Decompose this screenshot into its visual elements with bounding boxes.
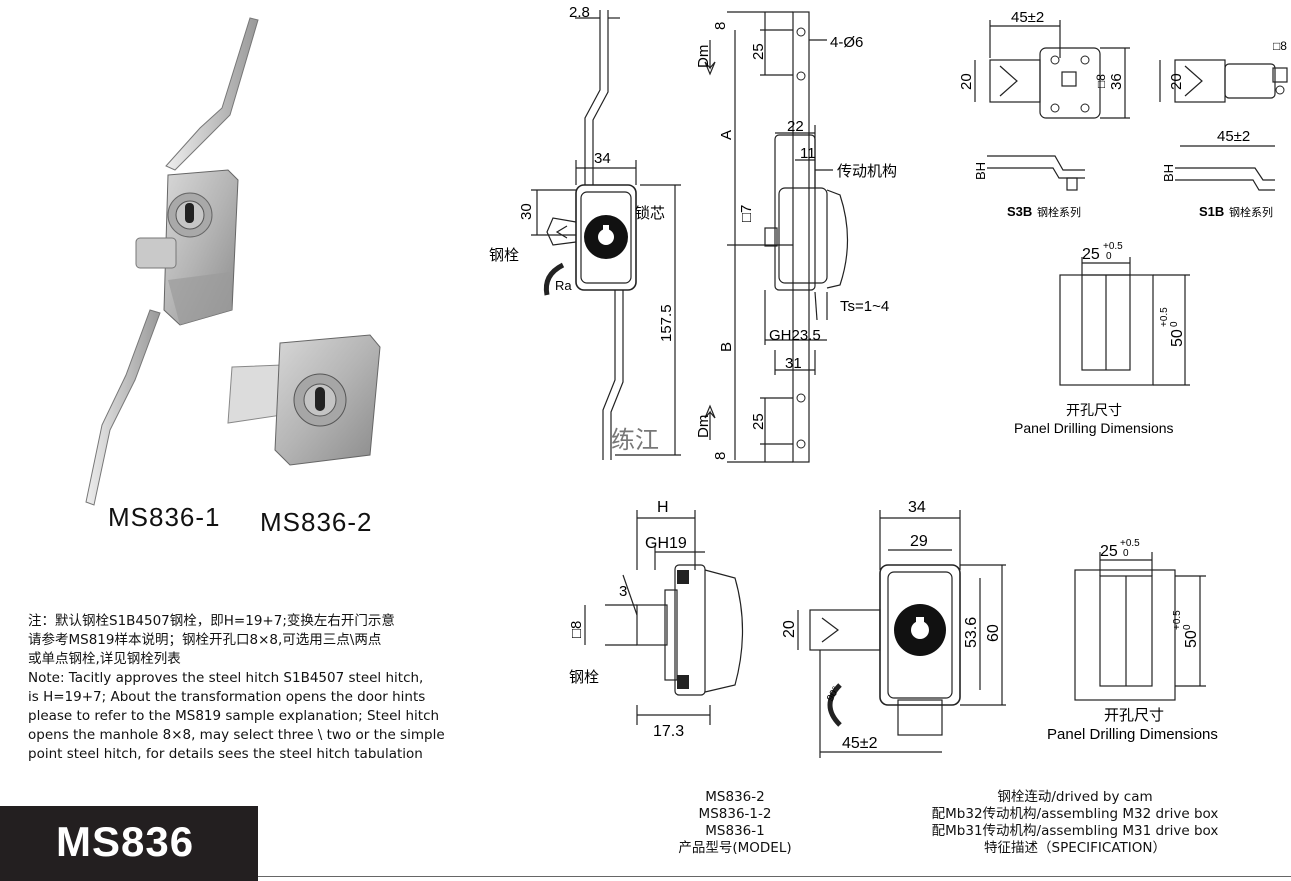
side-dim-gh19: GH19: [645, 535, 687, 552]
s1b-dim-8: □8: [1273, 39, 1287, 53]
label-core: 锁芯: [635, 205, 665, 222]
dim-34: 34: [594, 150, 611, 167]
s3b-dim-45: 45±2: [1011, 9, 1044, 26]
note-line: is H=19+7; About the transformation open…: [28, 689, 426, 705]
panel2-title-en: Panel Drilling Dimensions: [1047, 726, 1218, 743]
panel2-height: 50: [1183, 630, 1200, 648]
footer-divider: [258, 876, 1291, 877]
note-line: opens the manhole 8×8, may select three …: [28, 727, 445, 743]
panel1-height-tol0: 0: [1169, 321, 1180, 327]
panel2-title-cn: 开孔尺寸: [1104, 707, 1164, 724]
panel1-title-cn: 开孔尺寸: [1066, 402, 1122, 418]
dim-gh: GH23.5: [769, 327, 821, 344]
model-label-ms836-1: MS836-1: [108, 502, 221, 532]
s3b-label: S3B: [1007, 204, 1032, 219]
dim-a: A: [718, 130, 735, 140]
spec-caption-line: 配Mb32传动机构/assembling M32 drive box: [931, 806, 1219, 822]
dim-b: B: [718, 342, 735, 352]
dim-ts: Ts=1~4: [840, 298, 889, 315]
side-label-bolt: 钢栓: [569, 669, 599, 686]
front-dim-29: 29: [910, 533, 928, 550]
s1b-label: S1B: [1199, 204, 1224, 219]
brand-title: MS836: [56, 818, 195, 865]
spec-caption-line: 钢栓连动/drived by cam: [997, 789, 1153, 805]
panel2-height-tol: +0.5: [1172, 610, 1183, 630]
panel1-height: 50: [1169, 329, 1186, 347]
s3b-dim-36: 36: [1108, 73, 1125, 90]
dim-25-top: 25: [750, 43, 767, 60]
side-dim-17-3: 17.3: [653, 723, 684, 740]
front-dim-53-6: 53.6: [963, 617, 980, 648]
dim-square-7: □7: [738, 205, 755, 222]
panel2-width: 25: [1100, 543, 1118, 560]
brand-badge: MS836: [0, 806, 258, 881]
dim-8-bottom: 8: [712, 452, 729, 460]
model-caption-line: 产品型号(MODEL): [678, 840, 792, 856]
bottom-side-view: H GH19 3 □8 钢栓 17.3: [545, 490, 775, 750]
spec-caption-line: 配Mb31传动机构/assembling M31 drive box: [931, 823, 1219, 839]
model-caption: MS836-2 MS836-1-2 MS836-1 产品型号(MODEL): [650, 789, 820, 857]
label-bolt: 钢栓: [489, 247, 519, 264]
note-line: 或单点钢栓,详见钢栓列表: [28, 651, 181, 667]
dim-4-phi6: 4-Ø6: [830, 34, 863, 51]
s3b-series: 钢栓系列: [1037, 205, 1081, 219]
note-line: point steel hitch, for details sees the …: [28, 746, 423, 762]
dim-31: 31: [785, 355, 802, 372]
model-label-ms836-2: MS836-2: [260, 507, 373, 537]
panel1-title-en: Panel Drilling Dimensions: [1014, 420, 1174, 436]
note-text: 注：默认钢栓S1B4507钢栓，即H=19+7;变换左右开门示意 请参考MS81…: [28, 612, 488, 764]
panel2-width-tol: +0.5: [1120, 538, 1140, 549]
model-caption-line: MS836-1-2: [698, 806, 772, 822]
dim-30: 30: [518, 203, 535, 220]
watermark: 练江: [611, 426, 659, 454]
model-caption-line: MS836-2: [705, 789, 765, 805]
dim-11: 11: [800, 145, 816, 162]
s3b-dim-20: 20: [958, 73, 975, 90]
s1b-dim-45: 45±2: [1217, 128, 1250, 145]
label-ra: Ra: [555, 278, 572, 293]
side-dim-3: 3: [619, 583, 627, 600]
dim-8-top: 8: [712, 22, 729, 30]
note-line: 注：默认钢栓S1B4507钢栓，即H=19+7;变换左右开门示意: [28, 613, 395, 629]
dim-22: 22: [787, 118, 804, 135]
panel1-width: 25: [1082, 246, 1100, 263]
label-drive: 传动机构: [837, 163, 897, 180]
front-dim-34: 34: [908, 499, 926, 516]
model-caption-line: MS836-1: [705, 823, 765, 839]
panel1-width-tol: +0.5: [1103, 241, 1123, 252]
spec-caption-line: 特征描述（SPECIFICATION）: [984, 840, 1166, 856]
panel1-height-tol: +0.5: [1159, 307, 1170, 327]
dim-25-bottom: 25: [750, 413, 767, 430]
side-dim-h: H: [657, 499, 669, 516]
dim-2-8: 2.8: [569, 4, 590, 21]
panel1-width-tol0: 0: [1106, 251, 1112, 262]
note-line: please to refer to the MS819 sample expl…: [28, 708, 440, 724]
hitch-drawings: 45±2 20 □8 36 BH S3B 钢栓系列 20 □8 45±2 BH …: [955, 8, 1291, 228]
dim-157-5: 157.5: [658, 304, 675, 342]
top-technical-drawing: 2.8 34 30 157.5 8 25 4-Ø6 22 11 □7 Ts=1~…: [475, 0, 955, 470]
panel2-width-tol0: 0: [1123, 548, 1129, 559]
dm-label-bottom: Dm: [695, 415, 712, 438]
s3b-dim-8: □8: [1094, 74, 1108, 88]
product-photo-ms836-1: [85, 17, 259, 506]
s1b-series: 钢栓系列: [1229, 205, 1273, 219]
s3b-bh: BH: [973, 162, 988, 180]
note-line: Note: Tacitly approves the steel hitch S…: [28, 670, 424, 686]
product-photo-ms836-2: [227, 334, 381, 466]
note-line: 请参考MS819样本说明；钢栓开孔口8×8,可选用三点\两点: [28, 632, 382, 648]
front-dim-45: 45±2: [842, 735, 878, 752]
front-dim-60: 60: [985, 624, 1002, 642]
front-dim-20: 20: [781, 620, 798, 638]
bottom-front-view: 34 29 20 53.6 60 45±2 90°: [780, 490, 1020, 760]
dm-label-top: Dm: [695, 45, 712, 68]
s1b-dim-20: 20: [1168, 73, 1185, 90]
panel-drilling-2: 25 +0.5 0 50 +0.5 0 开孔尺寸 Panel Drilling …: [1040, 530, 1240, 748]
panel2-height-tol0: 0: [1182, 624, 1193, 630]
side-dim-8: □8: [568, 621, 585, 638]
spec-caption: 钢栓连动/drived by cam 配Mb32传动机构/assembling …: [905, 789, 1245, 857]
s1b-bh: BH: [1161, 164, 1176, 182]
panel-drilling-1: 25 +0.5 0 50 +0.5 0 开孔尺寸 Panel Drilling …: [1010, 235, 1210, 445]
